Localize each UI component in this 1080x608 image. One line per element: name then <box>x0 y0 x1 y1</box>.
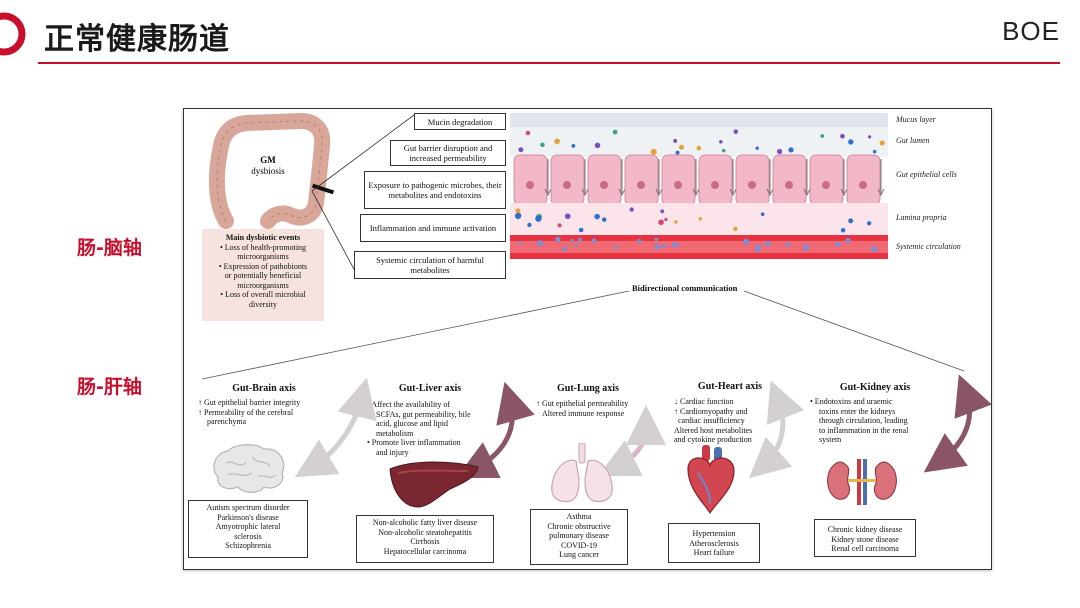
header-divider <box>38 62 1060 64</box>
disease-box-gut-brain: Autism spectrum disorder Parkinson's dis… <box>188 500 308 558</box>
axis-title-gut-liver: Gut-Liver axis <box>398 383 462 394</box>
disease-box-gut-lung: Asthma Chronic obstructive pulmonary dis… <box>530 509 628 565</box>
zoom-lines <box>201 114 965 380</box>
gut-axis-figure: GM dysbiosis Main dysbiotic events • Los… <box>183 108 992 570</box>
effect-line: cardiac insufficiency <box>678 416 745 425</box>
page-title: 正常健康肠道 <box>44 22 230 57</box>
effect-line: toxins enter the kidneys <box>819 406 896 416</box>
disease-item: Chronic obstructive <box>547 521 611 531</box>
effect-line: ↑ Gut epithelial barrier integrity <box>198 398 301 407</box>
disease-item: Schizophrenia <box>225 541 271 550</box>
disease-item: Hypertension <box>692 529 736 538</box>
heart-icon <box>687 445 735 515</box>
layer-label-circulation: Systemic circulation <box>896 242 961 251</box>
process-box: Inflammation and immune activation <box>360 214 506 242</box>
effect-line: • Affect the availability of <box>367 400 451 409</box>
disease-item: Amyotrophic lateral <box>215 522 281 531</box>
effect-line: acid, glucose and lipid <box>376 419 448 428</box>
process-box: Systemic circulation of harmful metaboli… <box>354 251 506 279</box>
events-item: microorganisms <box>237 252 289 261</box>
effects-gut-kidney: • Endotoxins and uraemic toxins enter th… <box>810 397 908 445</box>
process-box: Mucin degradation <box>414 113 506 130</box>
disease-item: Chronic kidney disease <box>827 525 903 534</box>
effects-gut-heart: ↓ Cardiac function ↑ Cardiomyopathy and … <box>674 397 752 445</box>
liver-icon <box>389 461 479 508</box>
disease-item: pulmonary disease <box>549 531 609 540</box>
layer-label-lumen: Gut lumen <box>896 136 930 145</box>
disease-box-gut-heart: Hypertension Atherosclerosis Heart failu… <box>668 523 760 563</box>
events-heading: Main dysbiotic events <box>225 233 301 242</box>
logo-mark-icon <box>0 12 26 56</box>
events-item: • Expression of pathobionts <box>218 261 308 271</box>
brain-icon <box>213 444 285 493</box>
disease-item: Parkinson's disease <box>217 512 279 522</box>
disease-item: COVID-19 <box>561 540 597 550</box>
disease-item: Asthma <box>566 512 592 521</box>
side-label-gut-liver: 肠-肝轴 <box>77 376 142 398</box>
axis-title-gut-brain: Gut-Brain axis <box>232 383 296 394</box>
gut-wall-illustration <box>510 113 888 259</box>
effect-line: SCFAs, gut permeability, bile <box>376 409 471 419</box>
layer-label-lamina-propria: Lamina propria <box>896 213 947 222</box>
effect-line: ↑ Cardiomyopathy and <box>674 406 748 416</box>
effect-line: and cytokine production <box>674 435 752 444</box>
effect-line: Altered immune response <box>542 408 625 418</box>
effects-gut-lung: ↑ Gut epithelial permeability Altered im… <box>536 399 628 418</box>
effect-line: Altered host metabolites <box>674 425 753 435</box>
main-dysbiotic-events: Main dysbiotic events • Loss of health-p… <box>202 229 324 321</box>
process-box: Exposure to pathogenic microbes, their m… <box>364 171 506 209</box>
disease-item: Non-alcoholic fatty liver disease <box>372 518 478 527</box>
effects-gut-brain: ↑ Gut epithelial barrier integrity ↑ Per… <box>198 398 300 427</box>
disease-item: Non-alcoholic steatohepatitis <box>378 527 472 537</box>
colon-icon: GM dysbiosis <box>208 112 335 229</box>
effect-line: and injury <box>376 447 409 457</box>
gm-label-line2: dysbiosis <box>251 166 285 176</box>
events-item: • Loss of overall microbial <box>220 290 306 299</box>
disease-item: sclerosis <box>234 531 262 541</box>
lung-icon <box>551 443 613 503</box>
axis-title-gut-kidney: Gut-Kidney axis <box>839 382 911 393</box>
effect-line: to inflammation in the renal <box>819 425 909 435</box>
process-box: Gut barrier disruption and increased per… <box>390 140 506 166</box>
axis-title-gut-heart: Gut-Heart axis <box>697 381 763 392</box>
brand-logo: BOE <box>1002 16 1060 46</box>
effect-line: metabolism <box>376 428 414 438</box>
events-item: diversity <box>249 299 277 309</box>
effect-line: parenchyma <box>207 417 247 426</box>
disease-item: Kidney stone disease <box>831 534 899 544</box>
effects-gut-liver: • Affect the availability of SCFAs, gut … <box>367 400 471 457</box>
effect-line: system <box>819 435 842 444</box>
effect-line: through circulation, leading <box>819 416 908 425</box>
disease-item: Renal cell carcinoma <box>831 544 899 553</box>
layer-label-epithelial: Gut epithelial cells <box>896 170 957 179</box>
disease-item: Heart failure <box>693 548 735 557</box>
kidney-icon <box>827 459 897 505</box>
disease-item: Cirrhosis <box>410 537 440 546</box>
effect-line: ↑ Permeability of the cerebral <box>198 407 294 417</box>
disease-box-gut-liver: Non-alcoholic fatty liver disease Non-al… <box>356 515 494 563</box>
disease-item: Atherosclerosis <box>689 538 739 548</box>
effect-line: • Endotoxins and uraemic <box>810 397 893 406</box>
effect-line: ↑ Gut epithelial permeability <box>536 399 629 408</box>
disease-item: Lung cancer <box>559 550 599 559</box>
layer-label-mucus: Mucus layer <box>896 115 936 124</box>
effect-line: ↓ Cardiac function <box>674 397 734 406</box>
axis-arrows <box>294 374 991 479</box>
disease-item: Hepatocellular carcinoma <box>383 546 467 556</box>
effect-line: • Promote liver inflammation <box>367 438 461 447</box>
gm-label-line1: GM <box>260 155 276 165</box>
events-item: • Loss of health-promoting <box>219 242 307 252</box>
side-label-gut-brain: 肠-脑轴 <box>77 237 142 259</box>
axis-title-gut-lung: Gut-Lung axis <box>557 383 619 394</box>
events-item: or potentially beneficial <box>224 271 302 280</box>
disease-item: Autism spectrum disorder <box>206 503 290 512</box>
disease-box-gut-kidney: Chronic kidney disease Kidney stone dise… <box>814 519 916 557</box>
bidirectional-label: Bidirectional communication <box>632 283 738 293</box>
events-item: microorganisms <box>237 280 289 290</box>
